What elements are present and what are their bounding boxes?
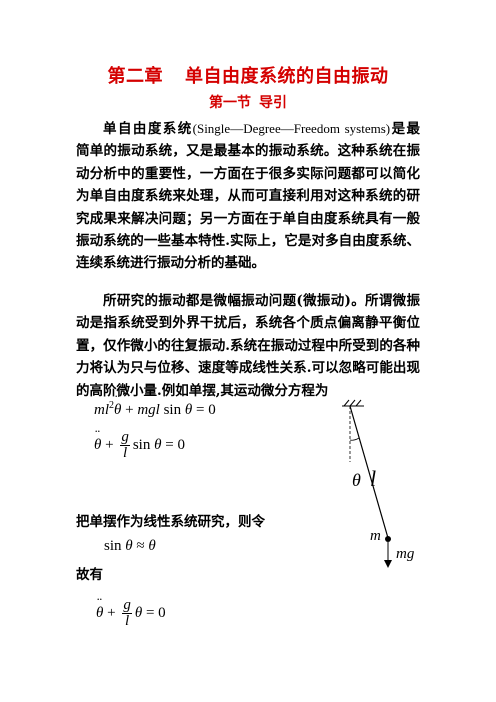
eq1-rhs: = 0 [192,402,216,418]
intro-text-start: 单自由度系统 [103,121,193,137]
section-heading: 导引 [259,95,287,111]
eq2-denominator: l [123,445,128,461]
therefore-text: 故有 [76,567,103,583]
small-vibration-paragraph: 所研究的振动都是微幅振动问题(微振动)。所谓微振动是指系统受到外界干扰后，系统各… [76,293,420,399]
intro-english-term: (Single—Degree—Freedom systems) [192,121,391,136]
gravity-arrowhead [384,560,392,568]
pendulum-rod [349,405,389,539]
ceiling-support [342,399,364,407]
linearize-text: 把单摆作为线性系统研究，则令 [76,514,265,530]
angle-arc [349,437,360,441]
angle-label: θ [352,470,361,490]
eq2-theta: θ [154,436,162,453]
section-title: 第一节导引 [0,92,496,112]
eq1-theta-ddot: θ [114,393,121,419]
length-label: l [370,466,376,491]
pendulum-diagram: θ l m mg [342,399,415,568]
eq4-denominator: l [125,613,130,629]
chapter-title: 第二章 单自由度系统的自由振动 [0,62,496,88]
eq2-numerator: g [120,429,130,446]
eq1-superscript: 2 [109,400,114,411]
section-number: 第一节 [209,95,251,111]
eq3-sin: sin [104,538,126,554]
intro-text-rest: 是最简单的振动系统，又是最基本的振动系统。这种系统在振动分析中的重要性，一方面在… [76,121,421,272]
eq4-theta: θ [134,604,143,621]
eq2-theta-ddot: θ [94,428,101,454]
eq1-mgl: mgl [137,402,160,418]
eq4-theta-ddot: θ [96,596,103,622]
eq4-rhs: = 0 [142,604,166,621]
eq1-plus: + [121,402,138,418]
eq2-sin: sin [132,436,155,453]
force-label: mg [396,546,415,562]
chapter-heading: 单自由度系统的自由振动 [185,66,389,87]
eq3-theta-2: θ [148,538,156,554]
eq4-plus: + [103,604,120,621]
eq3-approx: ≈ [132,538,149,554]
eq1-ml: ml [94,402,109,418]
equation-linear: θ + glθ = 0 [96,596,166,629]
equation-motion-1: ml2θ + mgl sin θ = 0 [94,393,216,419]
equation-approx: sin θ ≈ θ [104,538,156,555]
eq1-sin: sin [159,402,185,418]
eq1-theta: θ [184,402,193,418]
eq2-rhs: = 0 [161,436,185,453]
eq2-plus: + [101,436,118,453]
eq4-numerator: g [122,597,132,614]
pendulum-bob [385,536,391,542]
eq3-theta: θ [125,538,133,554]
chapter-number: 第二章 [107,66,163,87]
intro-paragraph: 单自由度系统(Single—Degree—Freedom systems)是最简… [76,118,420,275]
mass-label: m [370,528,381,544]
